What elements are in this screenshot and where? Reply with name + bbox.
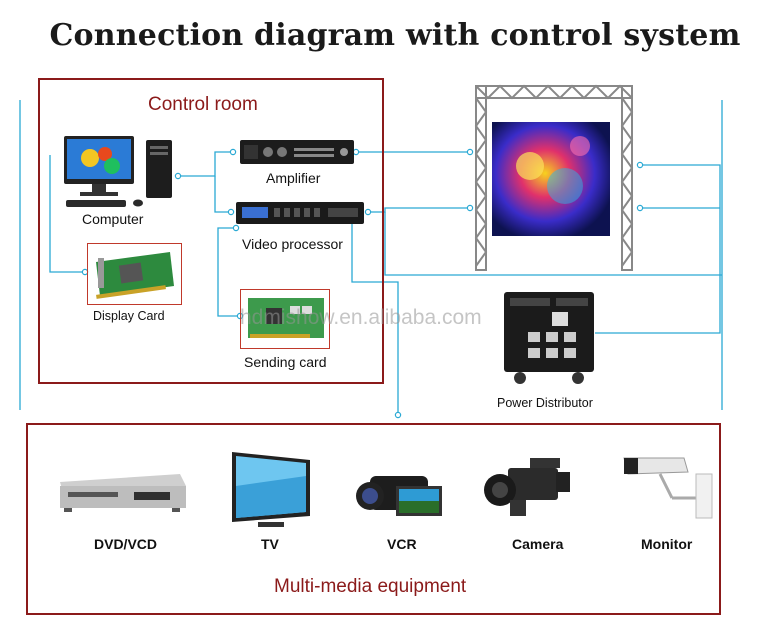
- camera-icon: [484, 458, 570, 516]
- computer-icon: [64, 136, 172, 207]
- media-label-monitor: Monitor: [641, 536, 693, 552]
- control-room-frame: [38, 78, 384, 384]
- power-distributor-label: Power Distributor: [497, 396, 593, 410]
- display-card-icon: [96, 252, 174, 299]
- sending-card-frame: [240, 289, 330, 349]
- tv-icon: [232, 452, 310, 527]
- sending-card-label: Sending card: [244, 354, 327, 370]
- dvd-player-icon: [60, 474, 186, 512]
- display-card-frame: [87, 243, 182, 305]
- power-distributor-icon: [504, 292, 594, 384]
- video-processor-label: Video processor: [242, 236, 343, 252]
- media-label-camera: Camera: [512, 536, 564, 552]
- media-label-vcr: VCR: [387, 536, 417, 552]
- watermark-text: hdmishow.en.alibaba.com: [240, 306, 482, 329]
- control-room-heading: Control room: [148, 94, 258, 115]
- computer-label: Computer: [82, 211, 144, 227]
- media-label-tv: TV: [261, 536, 279, 552]
- media-label-dvd: DVD/VCD: [94, 536, 158, 552]
- multimedia-heading: Multi-media equipment: [274, 576, 467, 597]
- cctv-monitor-icon: [623, 457, 713, 519]
- amplifier-icon: [240, 140, 354, 164]
- display-card-label: Display Card: [93, 309, 165, 323]
- sending-card-icon: [248, 298, 324, 338]
- amplifier-label: Amplifier: [266, 170, 321, 186]
- video-processor-icon: [236, 202, 364, 224]
- led-screen-truss-icon: [474, 84, 634, 271]
- vcr-camcorder-icon: [356, 476, 442, 516]
- multimedia-frame: [26, 423, 721, 615]
- diagram-title: Connection diagram with control system: [49, 18, 741, 53]
